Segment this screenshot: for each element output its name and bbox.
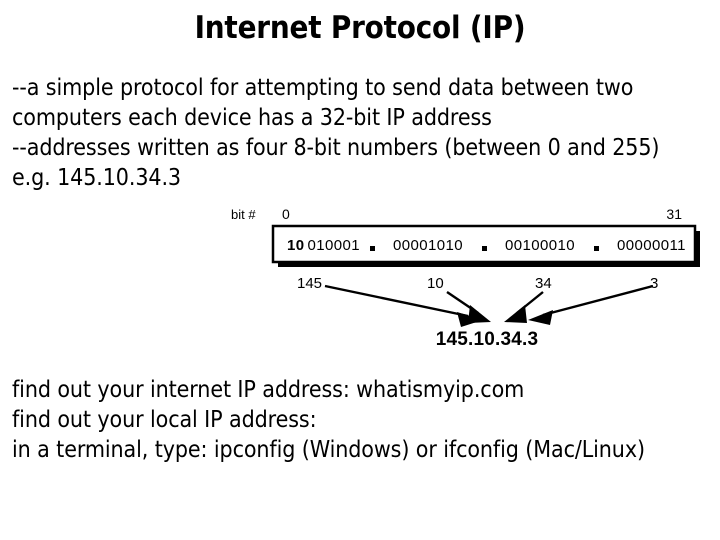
octet-4-decimal: 3	[650, 275, 658, 292]
body-text-upper: --a simple protocol for attempting to se…	[12, 73, 672, 193]
arrow-octet-1	[324, 284, 483, 327]
address-box	[271, 224, 697, 264]
dot-separator-3	[594, 246, 599, 251]
internet-ip-line: find out your internet IP address: whati…	[12, 377, 525, 403]
octet-3-decimal: 34	[535, 275, 552, 292]
octet-4-bits: 00000011	[617, 237, 686, 254]
example-paragraph: e.g. 145.10.34.3	[12, 165, 181, 191]
terminal-command-line: in a terminal, type: ipconfig (Windows) …	[12, 437, 645, 463]
octet-1-bold-prefix: 10	[287, 237, 305, 254]
arrow-octet-3	[504, 291, 544, 323]
dot-separator-1	[370, 246, 375, 251]
octet-1-rest: 010001	[308, 237, 360, 254]
bullet-paragraph: --a simple protocol for attempting to se…	[12, 75, 640, 131]
page-title: Internet Protocol (IP)	[194, 10, 526, 46]
arrow-octet-2	[446, 291, 491, 323]
octet-1-decimal: 145	[297, 275, 322, 292]
bullet-paragraph: --addresses written as four 8-bit number…	[12, 135, 660, 161]
octet-2-decimal: 10	[427, 275, 444, 292]
dot-separator-2	[482, 246, 487, 251]
octet-3-bits: 00100010	[505, 237, 575, 254]
bit-start-tick: 0	[282, 206, 290, 222]
body-text-lower: find out your internet IP address: whati…	[12, 375, 672, 465]
result-ip-address: 145.10.34.3	[436, 329, 539, 350]
bit-number-label: bit #	[231, 207, 256, 222]
octet-2-bits: 00001010	[393, 237, 463, 254]
bit-end-tick: 31	[666, 206, 682, 222]
arrow-octet-4	[528, 284, 654, 325]
local-ip-line: find out your local IP address:	[12, 407, 317, 433]
